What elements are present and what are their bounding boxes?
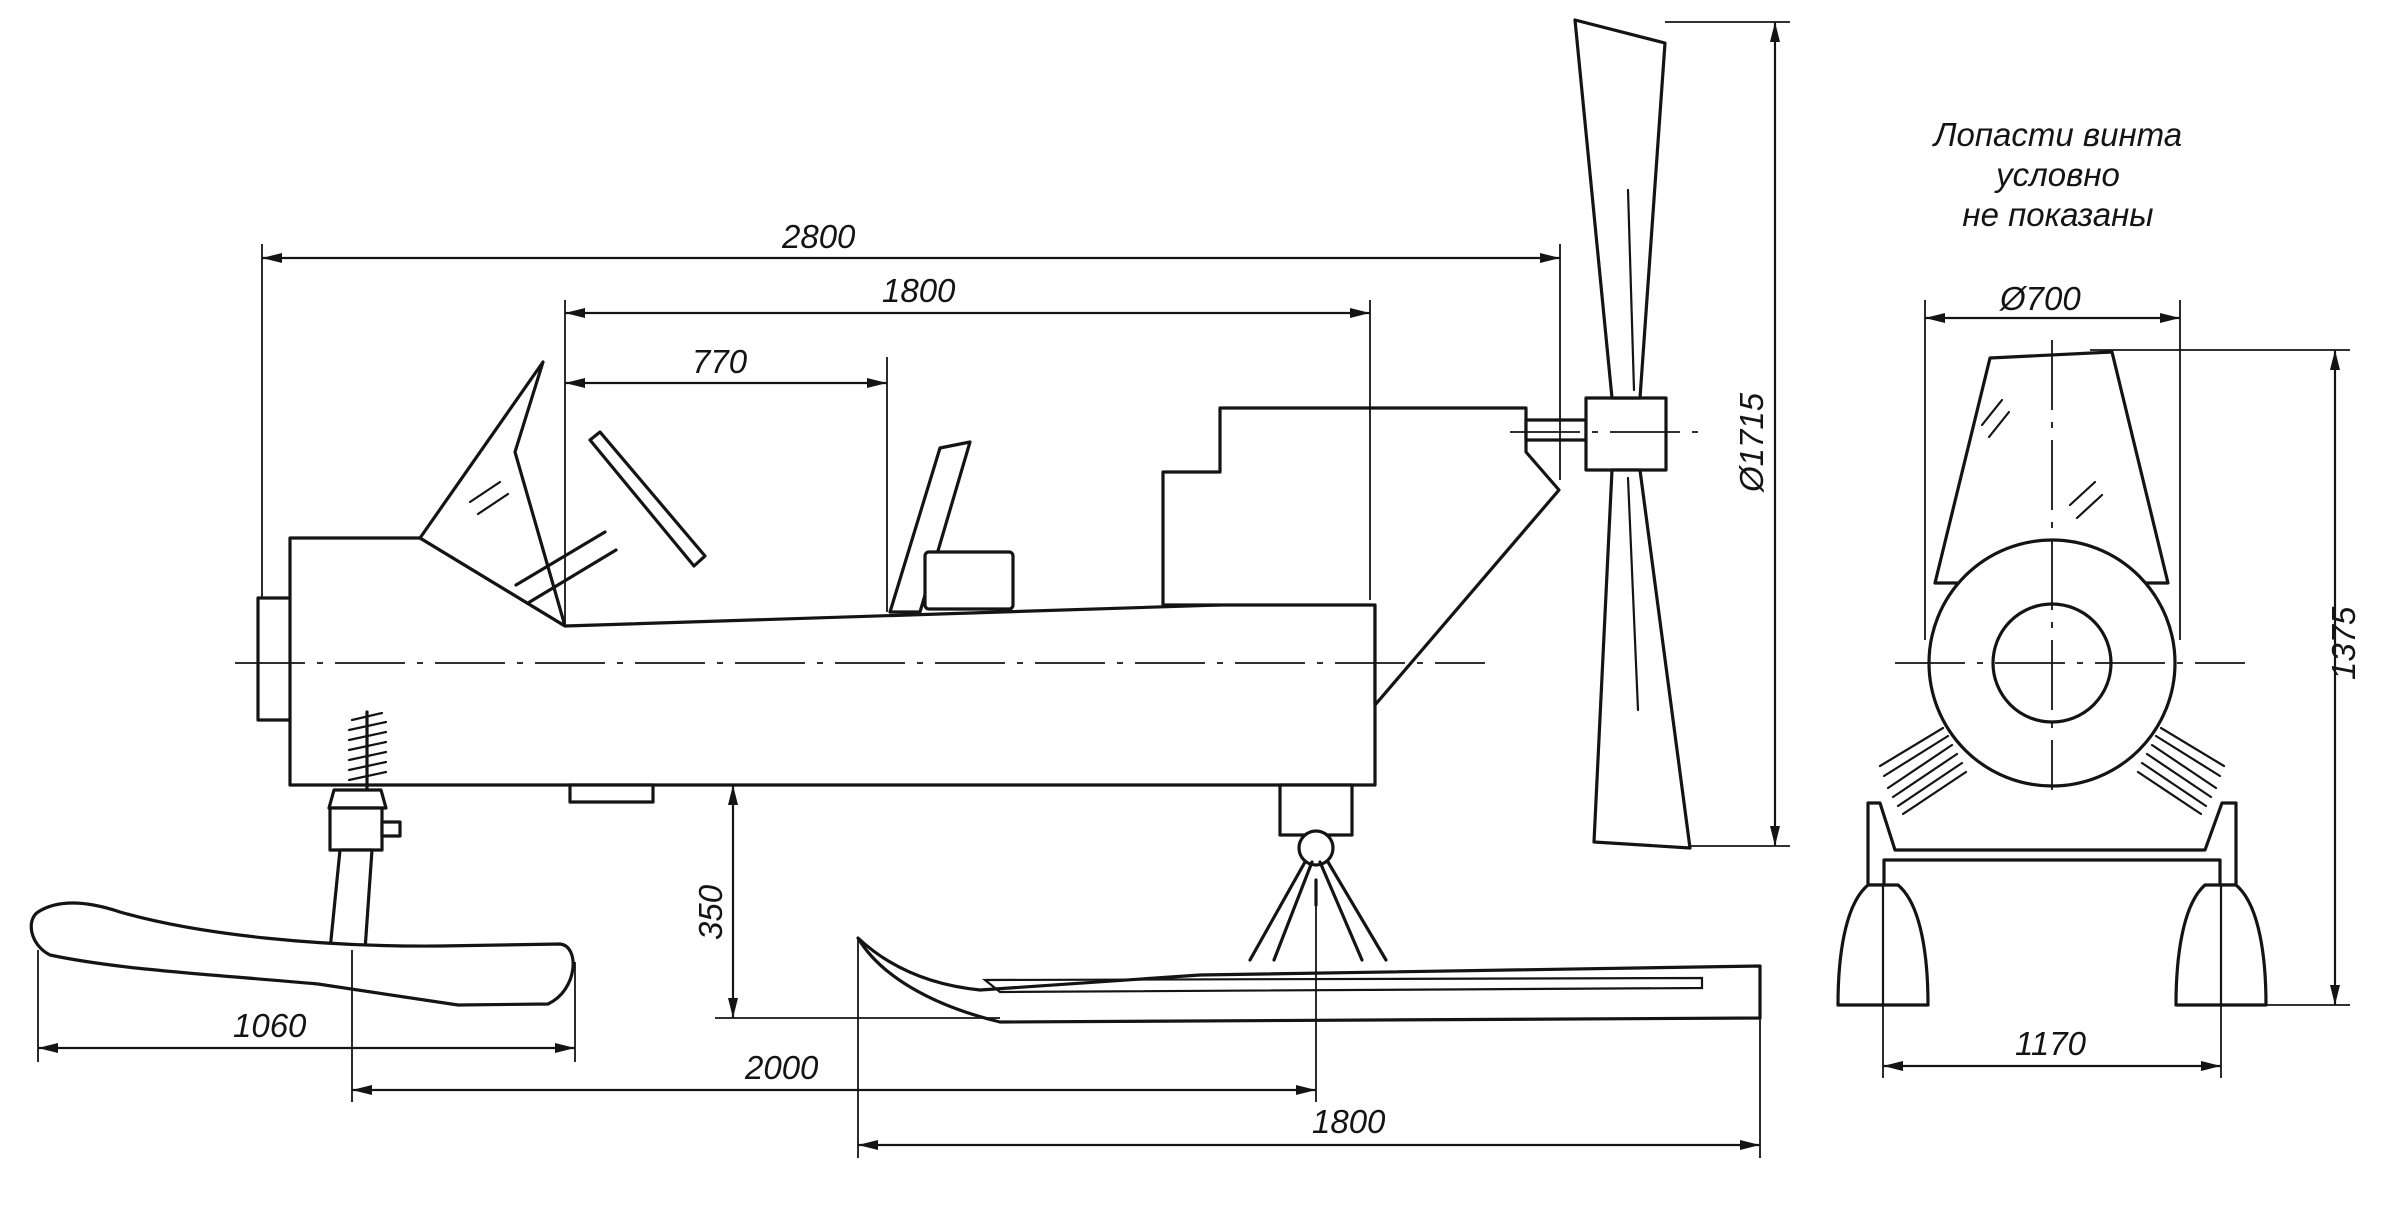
front-view-glare-left xyxy=(1980,398,2011,439)
dim-text-2000: 2000 xyxy=(744,1049,819,1086)
dim-text-1060: 1060 xyxy=(233,1007,307,1044)
front-view-right-spring xyxy=(2136,726,2226,816)
windshield xyxy=(418,360,567,628)
rear-strut-legs xyxy=(1248,860,1388,962)
dim-text-1800-top: 1800 xyxy=(882,272,956,309)
front-view xyxy=(1836,340,2268,1007)
dim-text-700: Ø700 xyxy=(1999,280,2081,317)
side-view xyxy=(29,18,1762,1024)
propeller-blade-rib-lower xyxy=(1626,476,1640,712)
front-strut-housing xyxy=(328,806,384,852)
side-view-dimensions: 2800 1800 770 Ø1715 350 1060 2000 1800 xyxy=(37,21,1790,1158)
propeller-blade-lower xyxy=(1592,468,1692,850)
rear-support-block xyxy=(1278,783,1354,837)
windshield-glare xyxy=(468,480,510,516)
bottom-block xyxy=(568,783,655,804)
rear-ball-joint xyxy=(1297,829,1335,867)
note: Лопасти винта условно не показаны xyxy=(1932,116,2182,233)
seat-cushion xyxy=(923,550,1015,611)
dim-text-1375: 1375 xyxy=(2325,606,2362,680)
propeller-shaft xyxy=(1524,418,1588,442)
front-view-frame xyxy=(1866,801,2238,887)
dim-text-1170: 1170 xyxy=(2015,1025,2087,1062)
seat-back xyxy=(888,440,972,614)
front-strut-joint xyxy=(327,788,388,810)
propeller-hub xyxy=(1584,396,1668,472)
front-view-glare-right xyxy=(2068,480,2104,520)
note-line-3: не показаны xyxy=(1962,196,2153,233)
dim-text-1715: Ø1715 xyxy=(1733,392,1770,493)
front-nose-block xyxy=(256,596,295,722)
steering-wheel xyxy=(588,430,707,568)
dim-text-2800: 2800 xyxy=(781,218,856,255)
front-strut-clamp xyxy=(380,820,402,838)
front-view-dimensions: Ø700 1375 1170 xyxy=(1882,280,2362,1078)
note-line-2: условно xyxy=(1994,156,2120,193)
dim-text-1800-bottom: 1800 xyxy=(1312,1103,1386,1140)
propeller-blade-rib-upper xyxy=(1626,188,1636,392)
propeller-blade-upper xyxy=(1573,18,1667,400)
front-ski xyxy=(29,901,575,1007)
front-strut-leg xyxy=(328,848,374,952)
dim-text-770: 770 xyxy=(692,343,748,380)
steering-column xyxy=(514,530,618,605)
note-line-1: Лопасти винта xyxy=(1932,116,2182,153)
front-view-left-spring xyxy=(1878,726,1968,816)
dim-text-350: 350 xyxy=(692,884,729,940)
rear-ski-groove xyxy=(981,976,1704,994)
